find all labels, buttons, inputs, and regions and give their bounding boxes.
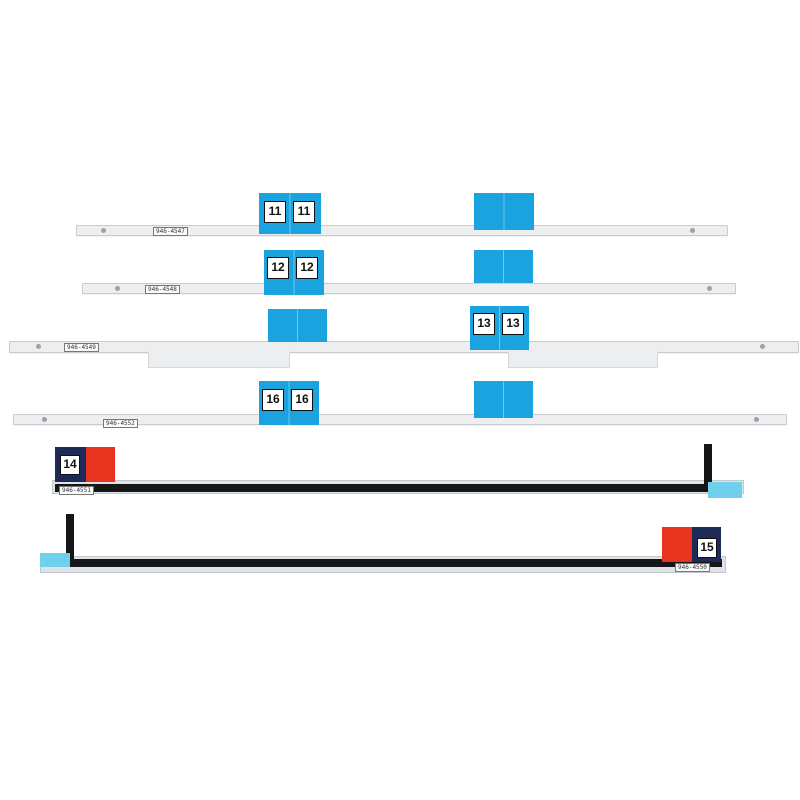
blue-pull-tab [268, 309, 327, 342]
red-pull-tab [662, 527, 694, 562]
blue-pull-tab [474, 381, 533, 418]
red-pull-tab [86, 447, 115, 482]
tab-number-label: 12 [296, 257, 318, 279]
tab-number-label: 11 [293, 201, 315, 223]
tab-number-label: 13 [473, 313, 495, 335]
tab-number-label: 11 [264, 201, 286, 223]
tab-number-label: 16 [291, 389, 313, 411]
tab-number-label: 15 [697, 538, 717, 558]
tab-number-label: 13 [502, 313, 524, 335]
tab-number-label: 14 [60, 455, 80, 475]
tab-number-label: 16 [262, 389, 284, 411]
part-number-label: 946-4549 [64, 343, 99, 352]
part-number-label: 946-4552 [103, 419, 138, 428]
tab-number-label: 12 [267, 257, 289, 279]
part-number-label: 946-4551 [59, 486, 94, 495]
blue-pull-tab [474, 193, 534, 230]
blue-pull-tab [474, 250, 533, 283]
part-number-label: 946-4550 [675, 563, 710, 572]
part-number-label: 946-4548 [145, 285, 180, 294]
part-number-label: 946-4547 [153, 227, 188, 236]
